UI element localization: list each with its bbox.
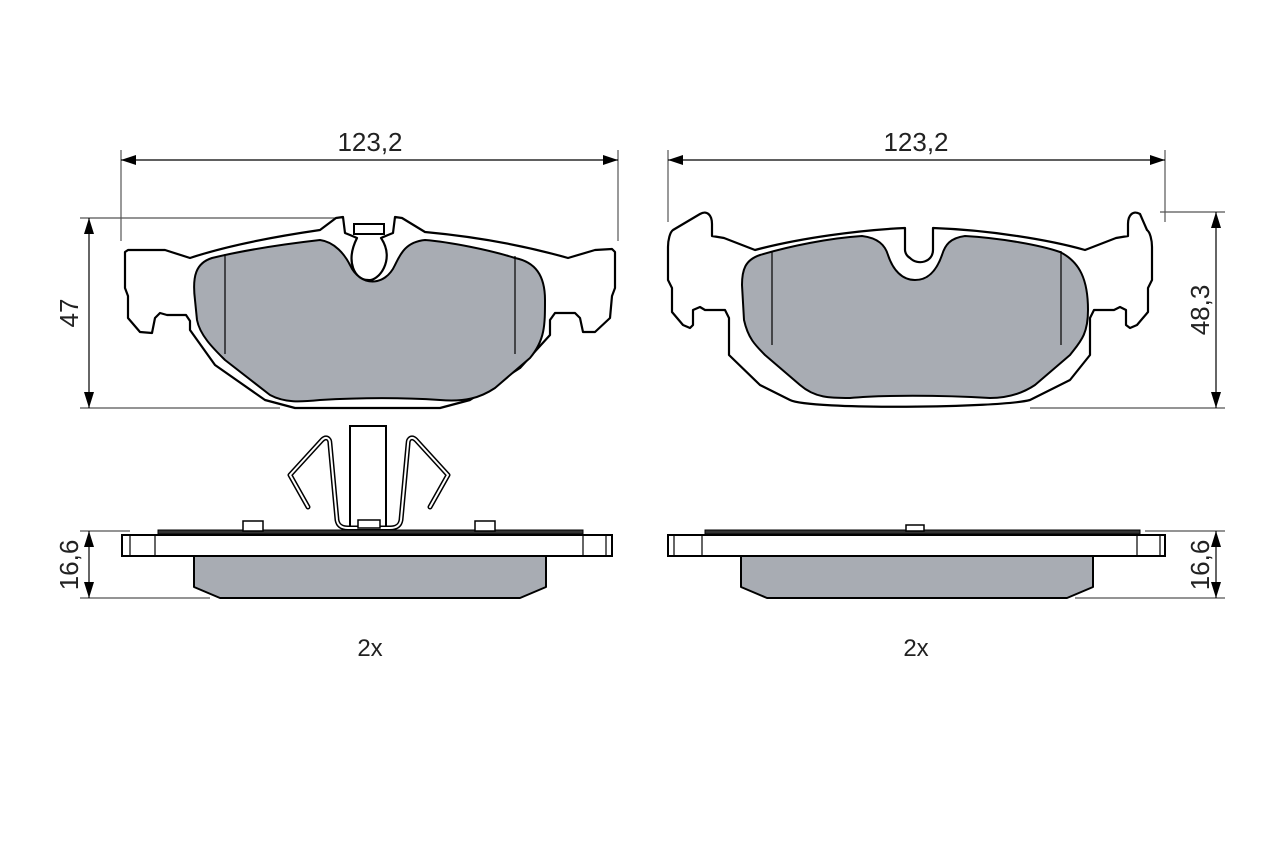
left-pad-side-view: 16,6 2x <box>54 425 613 662</box>
left-pad-front-view: 123,2 47 <box>54 127 619 410</box>
arrow-left-icon <box>121 155 136 165</box>
left-side-friction-block <box>193 555 547 599</box>
left-shim <box>157 529 584 535</box>
right-shim-tab <box>905 524 925 532</box>
clip-tab <box>357 519 381 529</box>
arrow-down-icon <box>1211 582 1221 598</box>
arrow-up-icon <box>84 218 94 234</box>
left-shim-tab-right <box>474 520 496 532</box>
left-height-label: 47 <box>54 299 84 328</box>
right-height-label: 48,3 <box>1185 285 1215 336</box>
left-shim-tab-left <box>242 520 264 532</box>
left-thickness-label: 16,6 <box>54 540 84 591</box>
right-friction-material <box>741 235 1089 399</box>
clip-center-post <box>349 425 387 531</box>
arrow-right-icon <box>1150 155 1165 165</box>
right-side-backing-plate <box>667 534 1166 557</box>
arrow-up-icon <box>1211 531 1221 547</box>
arrow-left-icon <box>668 155 683 165</box>
left-friction-material <box>193 239 546 403</box>
right-thickness-label: 16,6 <box>1185 540 1215 591</box>
right-pad-side-view: 16,6 2x <box>667 524 1225 662</box>
right-side-friction-block <box>740 555 1094 599</box>
arrow-down-icon <box>84 392 94 408</box>
arrow-up-icon <box>84 531 94 547</box>
left-width-label: 123,2 <box>337 127 402 157</box>
right-quantity-label: 2x <box>903 635 928 662</box>
arrow-up-icon <box>1211 212 1221 228</box>
right-width-label: 123,2 <box>883 127 948 157</box>
left-quantity-label: 2x <box>357 635 382 662</box>
wear-indicator-tab <box>353 223 385 235</box>
left-side-backing-plate <box>121 534 613 557</box>
arrow-down-icon <box>1211 392 1221 408</box>
right-pad-front-view: 123,2 48,3 <box>666 127 1225 409</box>
arrow-right-icon <box>603 155 618 165</box>
arrow-down-icon <box>84 582 94 598</box>
